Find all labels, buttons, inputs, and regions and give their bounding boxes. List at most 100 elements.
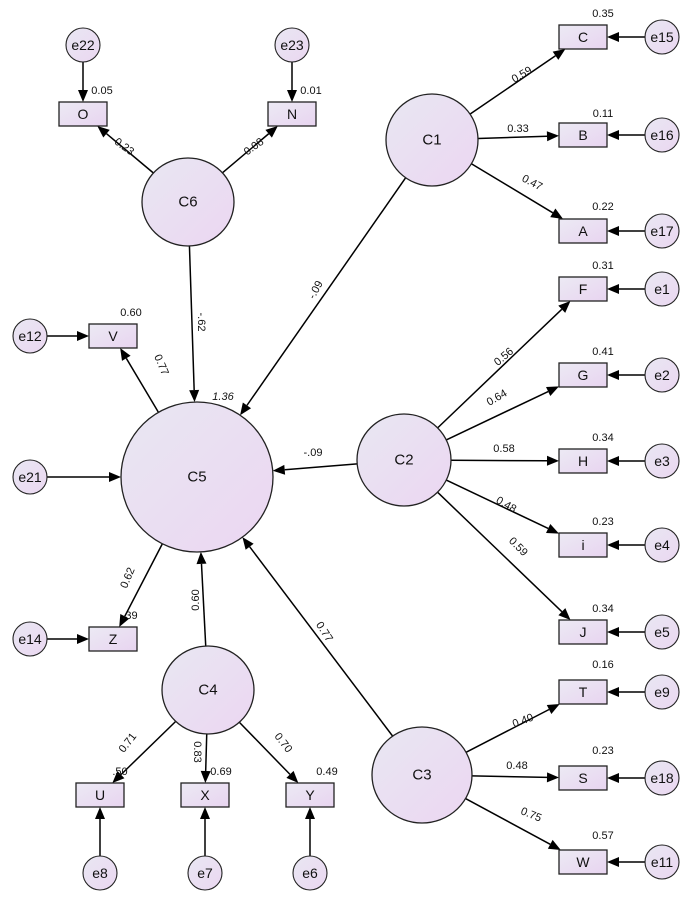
loading-arrow-C2-F bbox=[437, 301, 571, 429]
error-label-e22: e22 bbox=[71, 37, 95, 53]
r2-X: 0.69 bbox=[210, 766, 231, 778]
indicator-label-W: W bbox=[576, 854, 590, 870]
error-label-e23: e23 bbox=[280, 37, 304, 53]
latent-C3 bbox=[371, 726, 473, 824]
loading-arrow-C2-J bbox=[437, 491, 571, 620]
error-label-e17: e17 bbox=[650, 223, 674, 239]
latent-label-C1: C1 bbox=[422, 132, 441, 149]
error-arrow-e9 bbox=[607, 687, 645, 697]
error-label-e15: e15 bbox=[650, 29, 674, 45]
indicator-label-Y: Y bbox=[305, 787, 315, 803]
r2-J: 0.34 bbox=[592, 603, 613, 615]
latent-label-C2: C2 bbox=[394, 452, 413, 469]
error-label-e12: e12 bbox=[18, 328, 42, 344]
indicator-label-N: N bbox=[287, 106, 297, 122]
loading-value-C4-Y: 0.70 bbox=[272, 731, 295, 755]
error-e14 bbox=[12, 621, 48, 657]
indicator-H bbox=[558, 448, 608, 474]
error-e17 bbox=[644, 213, 680, 249]
loading-arrow-C6-O bbox=[97, 126, 154, 174]
error-arrow-e2 bbox=[607, 370, 645, 380]
r2-H: 0.34 bbox=[592, 432, 613, 444]
error-e18 bbox=[644, 760, 680, 796]
indicator-A bbox=[558, 218, 608, 244]
r2-V: 0.60 bbox=[120, 307, 141, 319]
error-arrow-e4 bbox=[607, 540, 645, 550]
error-e9 bbox=[644, 674, 680, 710]
error-label-e7: e7 bbox=[197, 865, 213, 881]
indicator-label-Z: Z bbox=[109, 631, 118, 647]
indicator-S bbox=[558, 765, 608, 791]
error-arrow-e12 bbox=[47, 331, 89, 341]
loading-arrow-C3-W bbox=[465, 797, 561, 850]
r2-S: 0.23 bbox=[592, 745, 613, 757]
indicator-W bbox=[558, 849, 608, 875]
loading-value-C1-C: 0.59 bbox=[510, 64, 535, 85]
r2-i: 0.23 bbox=[592, 516, 613, 528]
error-e8 bbox=[82, 855, 118, 891]
error-e2 bbox=[644, 357, 680, 393]
latent-C1 bbox=[385, 93, 479, 187]
r2-W: 0.57 bbox=[592, 830, 613, 842]
error-e15 bbox=[644, 19, 680, 55]
indicator-label-H: H bbox=[578, 453, 588, 469]
indicator-label-i: i bbox=[581, 537, 584, 553]
error-label-e4: e4 bbox=[654, 537, 670, 553]
r2-C: 0.35 bbox=[592, 8, 613, 20]
error-arrow-e11 bbox=[607, 857, 645, 867]
loading-value-C1-B: 0.33 bbox=[507, 123, 528, 135]
latent-C6 bbox=[141, 157, 235, 247]
latent-label-C6: C6 bbox=[178, 194, 197, 211]
indicator-label-U: U bbox=[95, 787, 105, 803]
error-e11 bbox=[644, 844, 680, 880]
error-label-e3: e3 bbox=[654, 453, 670, 469]
error-e16 bbox=[644, 117, 680, 153]
path-arrow-C6-C5 bbox=[188, 245, 200, 403]
path-value-C6-C5: -.62 bbox=[195, 313, 207, 332]
error-arrow-e23 bbox=[287, 62, 297, 102]
loading-arrow-C5-V bbox=[120, 348, 160, 413]
error-label-e6: e6 bbox=[302, 865, 318, 881]
indicator-Y bbox=[285, 782, 335, 808]
indicator-O bbox=[58, 101, 108, 127]
r2-U: .50 bbox=[112, 766, 127, 778]
error-e22 bbox=[65, 27, 101, 63]
error-label-e21: e21 bbox=[18, 469, 42, 485]
indicator-label-X: X bbox=[200, 787, 210, 803]
error-arrow-e22 bbox=[78, 62, 88, 102]
latent-C5 bbox=[120, 401, 274, 553]
error-arrow-e5 bbox=[607, 627, 645, 637]
error-arrow-e16 bbox=[607, 130, 645, 140]
loading-value-C3-S: 0.48 bbox=[506, 760, 527, 772]
indicator-J bbox=[558, 619, 608, 645]
error-arrow-e15 bbox=[607, 32, 645, 42]
error-e1 bbox=[644, 271, 680, 307]
loading-value-C2-J: 0.59 bbox=[506, 535, 530, 559]
loading-arrow-C3-T bbox=[465, 704, 560, 753]
indicator-label-C: C bbox=[578, 29, 588, 45]
loading-arrow-C2-i bbox=[445, 479, 559, 534]
edges-layer bbox=[47, 32, 645, 867]
error-e7 bbox=[187, 855, 223, 891]
loading-arrow-C4-X bbox=[200, 733, 211, 783]
loading-value-C4-U: 0.71 bbox=[117, 731, 140, 755]
error-arrow-e1 bbox=[607, 284, 645, 294]
path-arrow-C4-C5 bbox=[196, 551, 207, 647]
path-value-C4-C5: 0.60 bbox=[190, 589, 202, 610]
r2-G: 0.41 bbox=[592, 346, 613, 358]
r2-F: 0.31 bbox=[592, 260, 613, 272]
indicator-B bbox=[558, 122, 608, 148]
r2-Y: 0.49 bbox=[316, 766, 337, 778]
error-e5 bbox=[644, 614, 680, 650]
nodes-layer bbox=[12, 19, 680, 891]
error-label-e18: e18 bbox=[650, 770, 674, 786]
error-arrow-e17 bbox=[607, 226, 645, 236]
error-e4 bbox=[644, 527, 680, 563]
error-label-e16: e16 bbox=[650, 127, 674, 143]
loading-value-C5-V: 0.77 bbox=[151, 353, 170, 377]
indicator-C bbox=[558, 24, 608, 50]
indicator-label-J: J bbox=[580, 624, 587, 640]
error-arrow-e7 bbox=[200, 807, 210, 856]
loading-value-C4-X: 0.83 bbox=[191, 741, 203, 762]
error-arrow-e14 bbox=[47, 634, 89, 644]
